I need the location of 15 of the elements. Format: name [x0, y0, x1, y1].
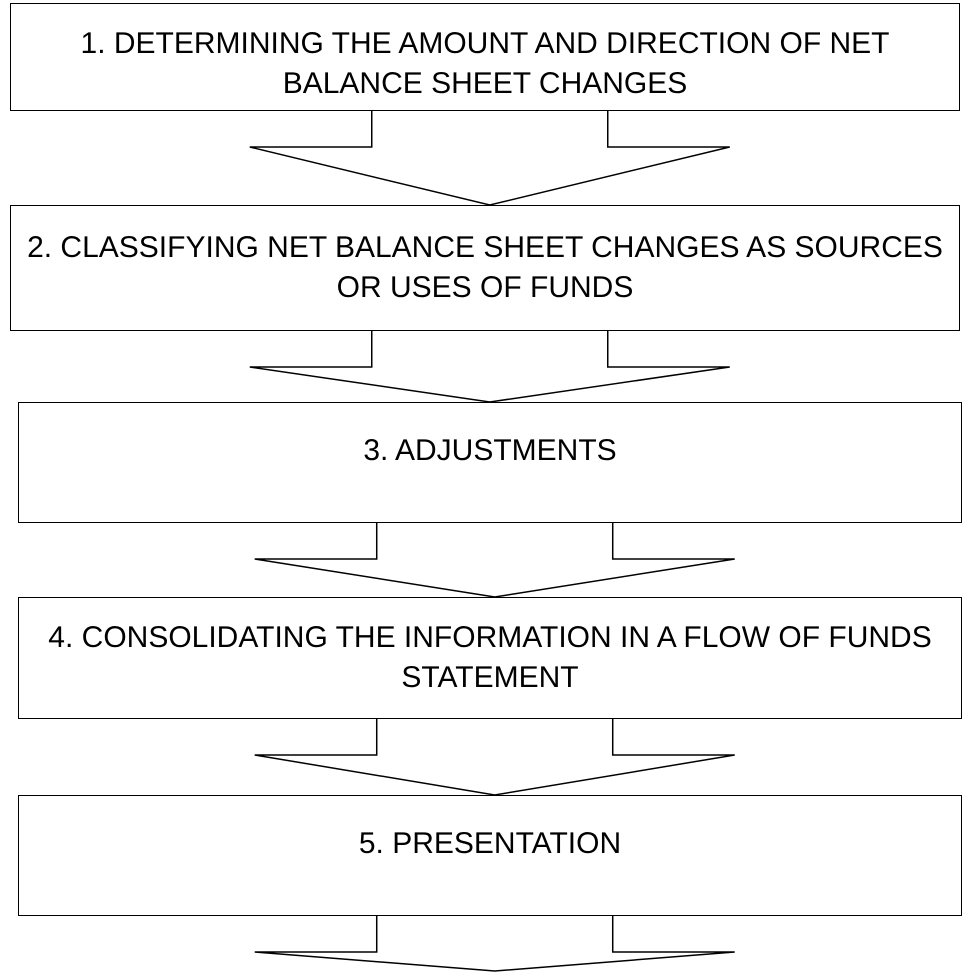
step-label: 2. CLASSIFYING NET BALANCE SHEET CHANGES AS SOURCES OR USES OF FUNDS	[26, 230, 944, 306]
step-label: 3. ADJUSTMENTS	[363, 433, 617, 469]
block-arrow	[254, 718, 736, 796]
process-box	[10, 3, 960, 111]
block-arrow	[254, 522, 736, 598]
process-box	[10, 205, 960, 331]
process-box	[18, 597, 962, 719]
block-arrow	[249, 330, 730, 403]
block-arrow	[254, 915, 736, 972]
process-box	[18, 402, 962, 523]
step-label: 4. CONSOLIDATING THE INFORMATION IN A FLOW OF FUNDS STATEMENT	[47, 620, 933, 696]
step-label: 5. PRESENTATION	[358, 826, 622, 862]
block-arrow	[249, 110, 730, 206]
process-box	[18, 795, 962, 916]
step-label: 1. DETERMINING THE AMOUNT AND DIRECTION OF NET BALANCE SHEET CHANGES	[80, 26, 890, 102]
